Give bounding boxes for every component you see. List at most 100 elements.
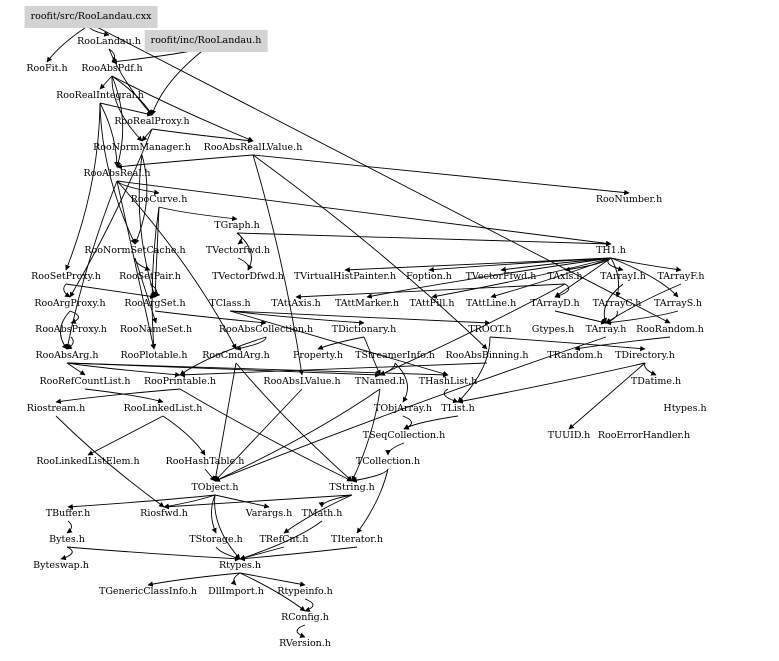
node-Riosfwd[interactable]: Riosfwd.h <box>140 508 188 519</box>
node-TArrayF[interactable]: TArrayF.h <box>657 271 705 282</box>
node-RooPrintable[interactable]: RooPrintable.h <box>143 376 217 387</box>
node-Varargs[interactable]: Varargs.h <box>245 508 293 519</box>
node-TNamed[interactable]: TNamed.h <box>354 376 406 387</box>
node-TRefCnt[interactable]: TRefCnt.h <box>259 534 309 545</box>
node-TObject[interactable]: TObject.h <box>191 482 239 493</box>
node-RooSetPair[interactable]: RooSetPair.h <box>119 271 181 282</box>
node-TString[interactable]: TString.h <box>329 482 375 493</box>
node-RooCurve[interactable]: RooCurve.h <box>130 194 188 205</box>
node-TObjArray[interactable]: TObjArray.h <box>373 403 433 414</box>
node-RooRandom[interactable]: RooRandom.h <box>636 324 704 335</box>
node-RooLandau[interactable]: RooLandau.h <box>77 36 141 47</box>
edge-RooRealIntegral-to-RooSetProxy <box>65 102 101 271</box>
node-TArrayD[interactable]: TArrayD.h <box>530 298 580 309</box>
node-Riostream[interactable]: Riostream.h <box>26 403 86 414</box>
node-TArrayI[interactable]: TArrayI.h <box>600 271 646 282</box>
node-RooAbsCollection[interactable]: RooAbsCollection.h <box>218 324 314 335</box>
node-TAttAxis[interactable]: TAttAxis.h <box>271 298 321 309</box>
node-RooNormManager[interactable]: RooNormManager.h <box>93 142 191 153</box>
node-Byteswap[interactable]: Byteswap.h <box>33 560 89 571</box>
node-src[interactable]: roofit/src/RooLandau.cxx <box>24 6 158 28</box>
node-inc[interactable]: roofit/inc/RooLandau.h <box>144 30 268 52</box>
node-TList[interactable]: TList.h <box>441 403 475 414</box>
node-RooSetProxy[interactable]: RooSetProxy.h <box>31 271 101 282</box>
node-TBuffer[interactable]: TBuffer.h <box>45 508 91 519</box>
node-TDatime[interactable]: TDatime.h <box>630 376 682 387</box>
node-TROOT[interactable]: TROOT.h <box>468 324 512 335</box>
node-TAttLine[interactable]: TAttLine.h <box>465 298 517 309</box>
node-RooRealProxy[interactable]: RooRealProxy.h <box>114 116 190 127</box>
node-TDictionary[interactable]: TDictionary.h <box>331 324 397 335</box>
node-RooNameSet[interactable]: RooNameSet.h <box>119 324 193 335</box>
node-TVectorFfwd[interactable]: TVectorFfwd.h <box>465 271 537 282</box>
edge-RooPrintable-to-Riostream <box>55 388 181 404</box>
node-RooCmdArg[interactable]: RooCmdArg.h <box>202 350 270 361</box>
node-TAxis[interactable]: TAxis.h <box>547 271 583 282</box>
edge-TCollection-to-TIterator <box>356 468 389 534</box>
node-TDirectory[interactable]: TDirectory.h <box>615 350 675 361</box>
node-RooArgSet[interactable]: RooArgSet.h <box>124 298 186 309</box>
node-Htypes[interactable]: Htypes.h <box>663 403 707 414</box>
node-RooAbsLValue[interactable]: RooAbsLValue.h <box>263 376 341 387</box>
node-TArrayS[interactable]: TArrayS.h <box>653 298 703 309</box>
node-RooAbsBinning[interactable]: RooAbsBinning.h <box>445 350 529 361</box>
node-TAttMarker[interactable]: TAttMarker.h <box>334 298 400 309</box>
node-TStreamerInfo[interactable]: TStreamerInfo.h <box>355 350 435 361</box>
edge-RooNormManager-to-RooArgSet <box>138 154 157 298</box>
edge-RooRandom-to-TRandom <box>574 336 671 351</box>
edge-RooAbsPdf-to-RooAbsRealLValue <box>111 75 254 142</box>
node-TVirtualHistPainter[interactable]: TVirtualHistPainter.h <box>293 271 397 282</box>
node-RooNumber[interactable]: RooNumber.h <box>595 194 663 205</box>
node-TUUID[interactable]: TUUID.h <box>547 430 591 441</box>
node-TMath[interactable]: TMath.h <box>301 508 343 519</box>
node-DllImport[interactable]: DllImport.h <box>208 586 264 597</box>
edge-TDirectory-to-TList <box>457 362 646 404</box>
node-TStorage[interactable]: TStorage.h <box>189 534 243 545</box>
node-TRandom[interactable]: TRandom.h <box>547 350 603 361</box>
edge-RooAbsArg-to-RooPrintable <box>66 362 181 378</box>
node-TVectorDfwd[interactable]: TVectorDfwd.h <box>212 271 284 282</box>
node-RooAbsPdf[interactable]: RooAbsPdf.h <box>81 63 143 74</box>
node-TCollection[interactable]: TCollection.h <box>355 456 421 467</box>
node-RooAbsArg[interactable]: RooAbsArg.h <box>35 350 99 361</box>
node-Gtypes[interactable]: Gtypes.h <box>531 324 575 335</box>
node-TVectorfwd[interactable]: TVectorfwd.h <box>205 245 271 256</box>
edge-RooLinkedList-to-RooHashTable <box>162 415 206 456</box>
node-TClass[interactable]: TClass.h <box>209 298 251 309</box>
node-RooAbsRealLValue[interactable]: RooAbsRealLValue.h <box>203 142 303 153</box>
edge-Rtypeinfo-to-RConfig <box>304 598 314 612</box>
edge-RooAbsPdf-to-RooNormManager <box>111 75 143 142</box>
node-Foption[interactable]: Foption.h <box>406 271 452 282</box>
edge-RooRealIntegral-to-RooRealProxy <box>99 102 153 117</box>
node-RooRefCountList[interactable]: RooRefCountList.h <box>39 376 131 387</box>
node-RooLinkedList[interactable]: RooLinkedList.h <box>123 403 203 414</box>
edge-TH1-to-TVirtualHistPainter <box>344 257 612 273</box>
node-TH1[interactable]: TH1.h <box>596 245 626 256</box>
edge-TAxis-to-TArrayD <box>554 283 570 299</box>
node-Property[interactable]: Property.h <box>293 350 343 361</box>
node-RooErrorHandler[interactable]: RooErrorHandler.h <box>597 430 691 441</box>
node-TSeqCollection[interactable]: TSeqCollection.h <box>362 430 446 441</box>
node-RooArgProxy[interactable]: RooArgProxy.h <box>34 298 106 309</box>
node-RooNormSetCache[interactable]: RooNormSetCache.h <box>84 245 186 256</box>
node-Rtypes[interactable]: Rtypes.h <box>218 560 262 571</box>
edge-RooArgSet-to-RooAbsCollection <box>154 310 267 326</box>
node-TGenericClassInfo[interactable]: TGenericClassInfo.h <box>99 586 197 597</box>
node-TIterator[interactable]: TIterator.h <box>331 534 383 545</box>
node-TGraph[interactable]: TGraph.h <box>214 220 260 231</box>
node-TAttFill[interactable]: TAttFill.h <box>409 298 455 309</box>
node-RConfig[interactable]: RConfig.h <box>281 612 329 623</box>
node-RooAbsReal[interactable]: RooAbsReal.h <box>83 168 151 179</box>
node-RooLinkedListElem[interactable]: RooLinkedListElem.h <box>36 456 140 467</box>
node-TArrayC[interactable]: TArrayC.h <box>592 298 642 309</box>
node-TArray[interactable]: TArray.h <box>585 324 627 335</box>
node-Bytes[interactable]: Bytes.h <box>49 534 85 545</box>
node-Rtypeinfo[interactable]: Rtypeinfo.h <box>277 586 333 597</box>
node-RooFit[interactable]: RooFit.h <box>26 63 68 74</box>
node-RooAbsProxy[interactable]: RooAbsProxy.h <box>35 324 107 335</box>
node-RooRealIntegral[interactable]: RooRealIntegral.h <box>56 90 144 101</box>
node-RooHashTable[interactable]: RooHashTable.h <box>165 456 245 467</box>
node-RooPlotable[interactable]: RooPlotable.h <box>120 350 188 361</box>
node-RVersion[interactable]: RVersion.h <box>279 638 331 649</box>
node-THashList[interactable]: THashList.h <box>418 376 478 387</box>
